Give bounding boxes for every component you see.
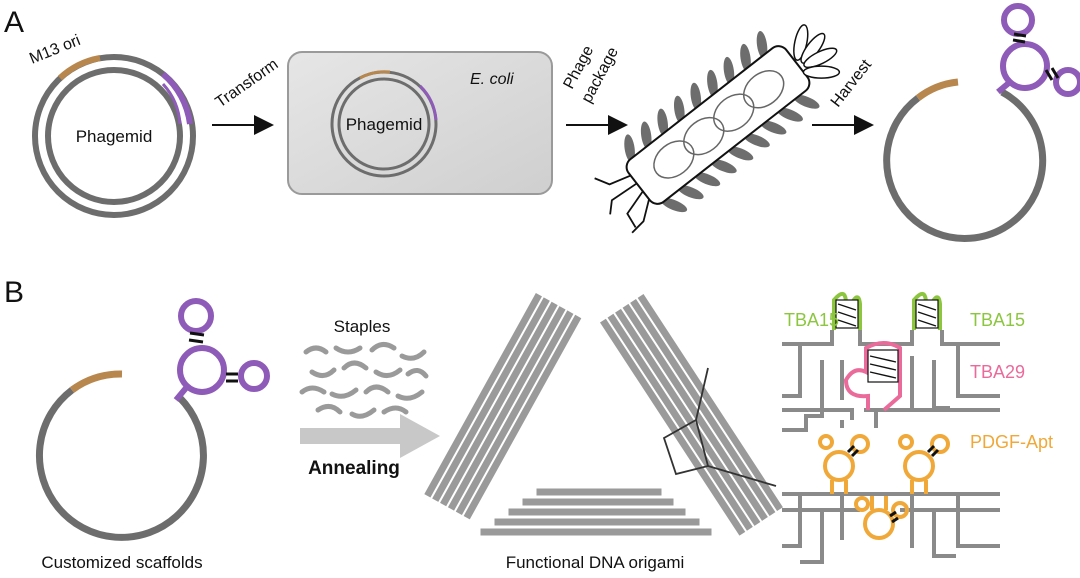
phagemid-label: Phagemid (76, 127, 153, 146)
dna-helix (493, 517, 701, 527)
phage-coat-leaf (693, 172, 721, 187)
annealing-arrow-icon (300, 414, 440, 458)
panel-b-label: B (4, 276, 24, 309)
dna-helix (438, 300, 560, 508)
phage-coat-leaf (624, 134, 635, 163)
dna-helix (628, 297, 777, 518)
phage-coat-leaf (740, 43, 751, 72)
phagemid-plasmid (32, 54, 196, 218)
tba15-left-label: TBA15 (784, 310, 839, 330)
ecoli-label: E. coli (470, 71, 514, 88)
triangle-origami-icon (422, 291, 785, 538)
pdgf-apt-label: PDGF-Apt (970, 432, 1053, 452)
dna-helix (636, 292, 785, 513)
dna-helix (521, 497, 675, 507)
dna-helix (462, 313, 583, 521)
dna-helix (606, 312, 755, 533)
zoom-pdgf-duplex (782, 492, 1000, 564)
pdgf-basepair-marks (846, 444, 940, 524)
panel-a-label: A (4, 6, 24, 39)
phage-coat-leaf (710, 159, 737, 174)
customized-scaffolds-label: Customized scaffolds (41, 553, 202, 572)
phage-coat-leaf (793, 94, 820, 109)
annealing-label: Annealing (308, 458, 400, 479)
phage-coat-leaf (673, 95, 685, 124)
phagemid-in-cell (330, 70, 438, 178)
dna-helix (598, 317, 747, 538)
staple-strands-icon (299, 342, 429, 419)
dna-helix (479, 527, 713, 537)
harvested-scaffold (883, 3, 1080, 242)
phage-coat-leaf (707, 69, 718, 98)
phage-coat-leaf (677, 185, 704, 200)
zoom-tba-duplex (782, 330, 1000, 432)
phage-coat-leaf (743, 133, 770, 148)
harvest-label: Harvest (828, 56, 876, 110)
phage-coat-leaf (760, 120, 787, 135)
customized-scaffold (35, 298, 270, 541)
tba15-right-label: TBA15 (970, 310, 1025, 330)
phage-coat-leaf (727, 146, 754, 161)
tba15-left-aptamer (832, 292, 862, 330)
staples-label: Staples (334, 317, 391, 336)
tba29-aptamer (843, 341, 902, 412)
dna-helix (422, 291, 544, 499)
dna-helix (446, 304, 567, 512)
phage-coat-leaf (640, 121, 652, 150)
tba15-right-aptamer (912, 292, 942, 330)
phage-icon (594, 24, 841, 234)
dna-helix (613, 307, 762, 528)
phage-coat-leaf (690, 82, 702, 111)
phage-coat-leaf (660, 198, 688, 213)
m13-ori-label: M13 ori (27, 32, 83, 68)
dna-helix (535, 487, 663, 497)
transform-label: Transform (213, 56, 282, 111)
pdgf-aptamer-3 (854, 496, 909, 540)
tba29-label: TBA29 (970, 362, 1025, 382)
phagemid-inner-label: Phagemid (346, 115, 423, 134)
phage-coat-leaf (723, 56, 735, 85)
phage-coat-leaf (657, 108, 669, 137)
phage-coat-leaf (756, 31, 768, 59)
phage-coat-leaf (776, 107, 803, 122)
pdgf-aptamer-1 (818, 434, 870, 494)
dna-helix (454, 309, 575, 517)
pdgf-aptamer-2 (898, 434, 950, 494)
functional-origami-label: Functional DNA origami (506, 553, 685, 572)
dna-helix (430, 295, 552, 504)
dna-helix (507, 507, 687, 517)
